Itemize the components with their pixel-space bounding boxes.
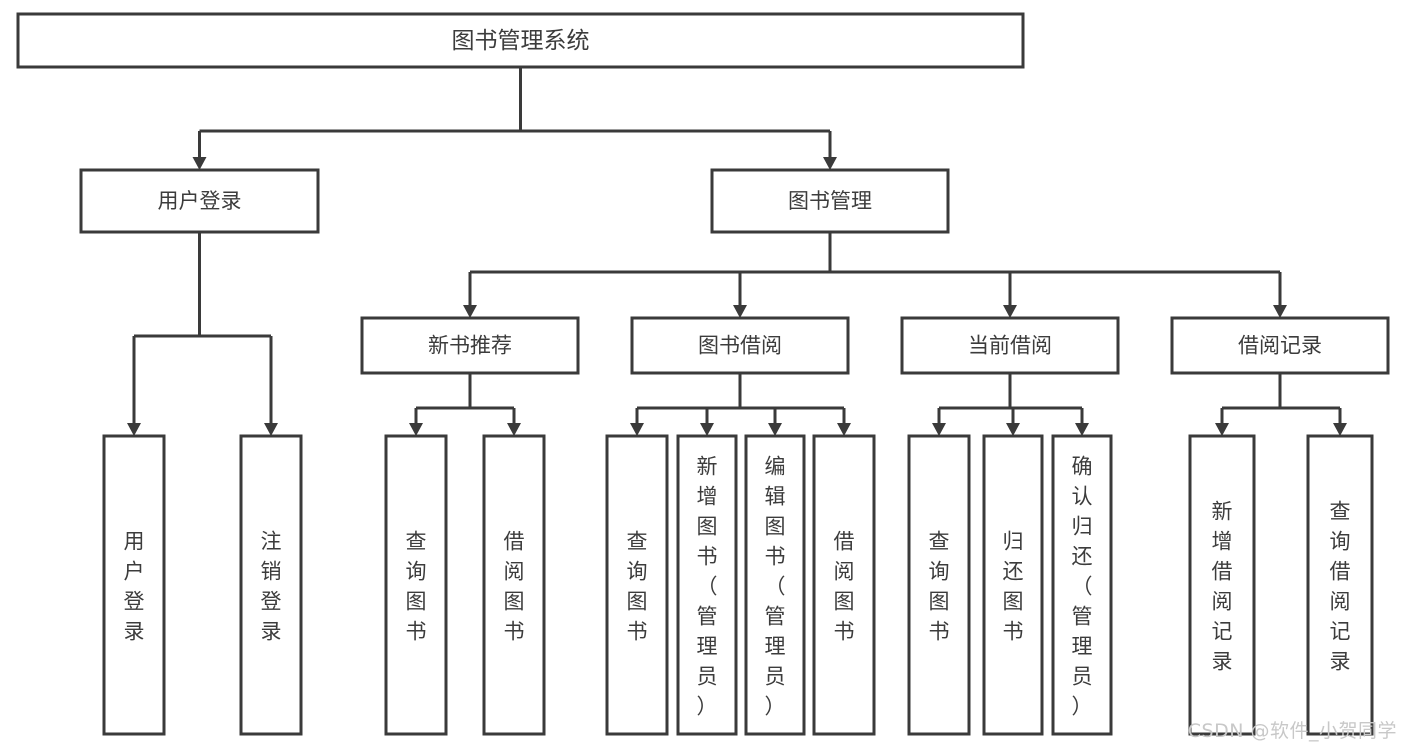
level2-0-arrow-0: [127, 336, 141, 436]
level3-1-1-arrow-0: [630, 408, 644, 436]
leaf-1-1-0-label: 查询图书: [627, 529, 648, 643]
level2-1-arrow-2: [1003, 272, 1017, 318]
leaf-1-1-3[interactable]: 借阅图书: [812, 434, 876, 736]
level2-node-0-label: 用户登录: [158, 189, 242, 213]
leaf-1-0-1-label: 借阅图书: [504, 529, 525, 643]
level3-node-1-3[interactable]: 借阅记录: [1170, 316, 1390, 375]
leaf-0-1-box[interactable]: [239, 434, 303, 736]
leaf-1-1-1[interactable]: 新增图书（管理员）: [676, 434, 738, 736]
node-e59bbee4b9a6e7aea1e79086-root-label: 图书管理系统: [452, 28, 590, 54]
leaf-1-2-0-box[interactable]: [907, 434, 971, 736]
level3-1-1-arrow-2: [768, 408, 782, 436]
level2-node-1-box[interactable]: [710, 168, 950, 234]
leaf-1-2-0[interactable]: 查询图书: [907, 434, 971, 736]
root-arrow-1: [823, 131, 837, 170]
leaf-1-2-1-box[interactable]: [982, 434, 1044, 736]
diagram-nodes: 图书管理系统用户登录用户登录注销登录图书管理新书推荐查询图书借阅图书图书借阅查询…: [16, 12, 1390, 736]
level3-1-0-arrow-0: [409, 408, 423, 436]
level3-node-1-3-label: 借阅记录: [1238, 334, 1322, 358]
level3-1-1-arrow-3: [837, 408, 851, 436]
leaf-0-0[interactable]: 用户登录: [102, 434, 166, 736]
level3-1-3-arrow-0: [1215, 408, 1229, 436]
level3-node-1-1-label: 图书借阅: [698, 334, 782, 358]
leaf-1-1-2[interactable]: 编辑图书（管理员）: [744, 434, 806, 736]
leaf-1-1-2-label: 编辑图书（管理员）: [765, 454, 786, 718]
node-e59bbee4b9a6e7aea1e79086-root-box[interactable]: [16, 12, 1025, 69]
level3-node-1-0-box[interactable]: [360, 316, 580, 375]
leaf-1-3-1-box[interactable]: [1306, 434, 1374, 736]
leaf-1-1-0-box[interactable]: [605, 434, 669, 736]
leaf-0-0-label: 用户登录: [124, 529, 145, 643]
level2-node-0-box[interactable]: [79, 168, 320, 234]
leaf-1-0-1-box[interactable]: [482, 434, 546, 736]
leaf-1-0-0[interactable]: 查询图书: [384, 434, 448, 736]
level3-node-1-1-box[interactable]: [630, 316, 850, 375]
leaf-1-1-2-box[interactable]: [744, 434, 806, 736]
level3-node-1-0[interactable]: 新书推荐: [360, 316, 580, 375]
level2-1-arrow-3: [1273, 272, 1287, 318]
leaf-1-0-1[interactable]: 借阅图书: [482, 434, 546, 736]
leaf-1-1-0[interactable]: 查询图书: [605, 434, 669, 736]
leaf-1-3-1[interactable]: 查询借阅记录: [1306, 434, 1374, 736]
leaf-1-3-0[interactable]: 新增借阅记录: [1188, 434, 1256, 736]
level3-node-1-0-label: 新书推荐: [428, 334, 512, 358]
level2-1-arrow-0: [463, 272, 477, 318]
level2-node-0[interactable]: 用户登录: [79, 168, 320, 234]
root-arrow-0: [192, 131, 207, 170]
node-e59bbee4b9a6e7aea1e79086-root[interactable]: 图书管理系统: [16, 12, 1025, 69]
leaf-0-0-box[interactable]: [102, 434, 166, 736]
leaf-0-1[interactable]: 注销登录: [239, 434, 303, 736]
leaf-1-2-2-label: 确认归还（管理员）: [1072, 454, 1093, 718]
leaf-1-1-3-label: 借阅图书: [834, 529, 855, 643]
leaf-1-2-0-label: 查询图书: [929, 529, 950, 643]
level3-1-2-arrow-0: [932, 408, 946, 436]
level3-node-1-3-box[interactable]: [1170, 316, 1390, 375]
leaf-1-2-2[interactable]: 确认归还（管理员）: [1051, 434, 1113, 736]
level3-node-1-1[interactable]: 图书借阅: [630, 316, 850, 375]
level3-1-0-arrow-1: [507, 408, 521, 436]
level3-node-1-2-label: 当前借阅: [968, 334, 1052, 358]
level2-1-arrow-1: [733, 272, 747, 318]
leaf-1-3-0-label: 新增借阅记录: [1212, 499, 1233, 673]
leaf-1-3-1-label: 查询借阅记录: [1330, 499, 1351, 673]
level2-0-arrow-1: [264, 336, 278, 436]
level3-1-2-arrow-1: [1006, 408, 1020, 436]
level3-node-1-2[interactable]: 当前借阅: [900, 316, 1120, 375]
level3-node-1-2-box[interactable]: [900, 316, 1120, 375]
leaf-1-1-1-label: 新增图书（管理员）: [697, 454, 718, 718]
leaf-0-1-label: 注销登录: [261, 529, 282, 643]
leaf-1-1-3-box[interactable]: [812, 434, 876, 736]
level3-1-1-arrow-1: [700, 408, 714, 436]
leaf-1-0-0-box[interactable]: [384, 434, 448, 736]
leaf-1-2-1[interactable]: 归还图书: [982, 434, 1044, 736]
leaf-1-2-2-box[interactable]: [1051, 434, 1113, 736]
leaf-1-1-1-box[interactable]: [676, 434, 738, 736]
connector-edges: [127, 67, 1347, 436]
leaf-1-0-0-label: 查询图书: [406, 529, 427, 643]
level3-1-3-arrow-1: [1333, 408, 1347, 436]
leaf-1-3-0-box[interactable]: [1188, 434, 1256, 736]
leaf-1-2-1-label: 归还图书: [1003, 529, 1024, 643]
level3-1-2-arrow-2: [1075, 408, 1089, 436]
level2-node-1[interactable]: 图书管理: [710, 168, 950, 234]
level2-node-1-label: 图书管理: [788, 189, 872, 213]
